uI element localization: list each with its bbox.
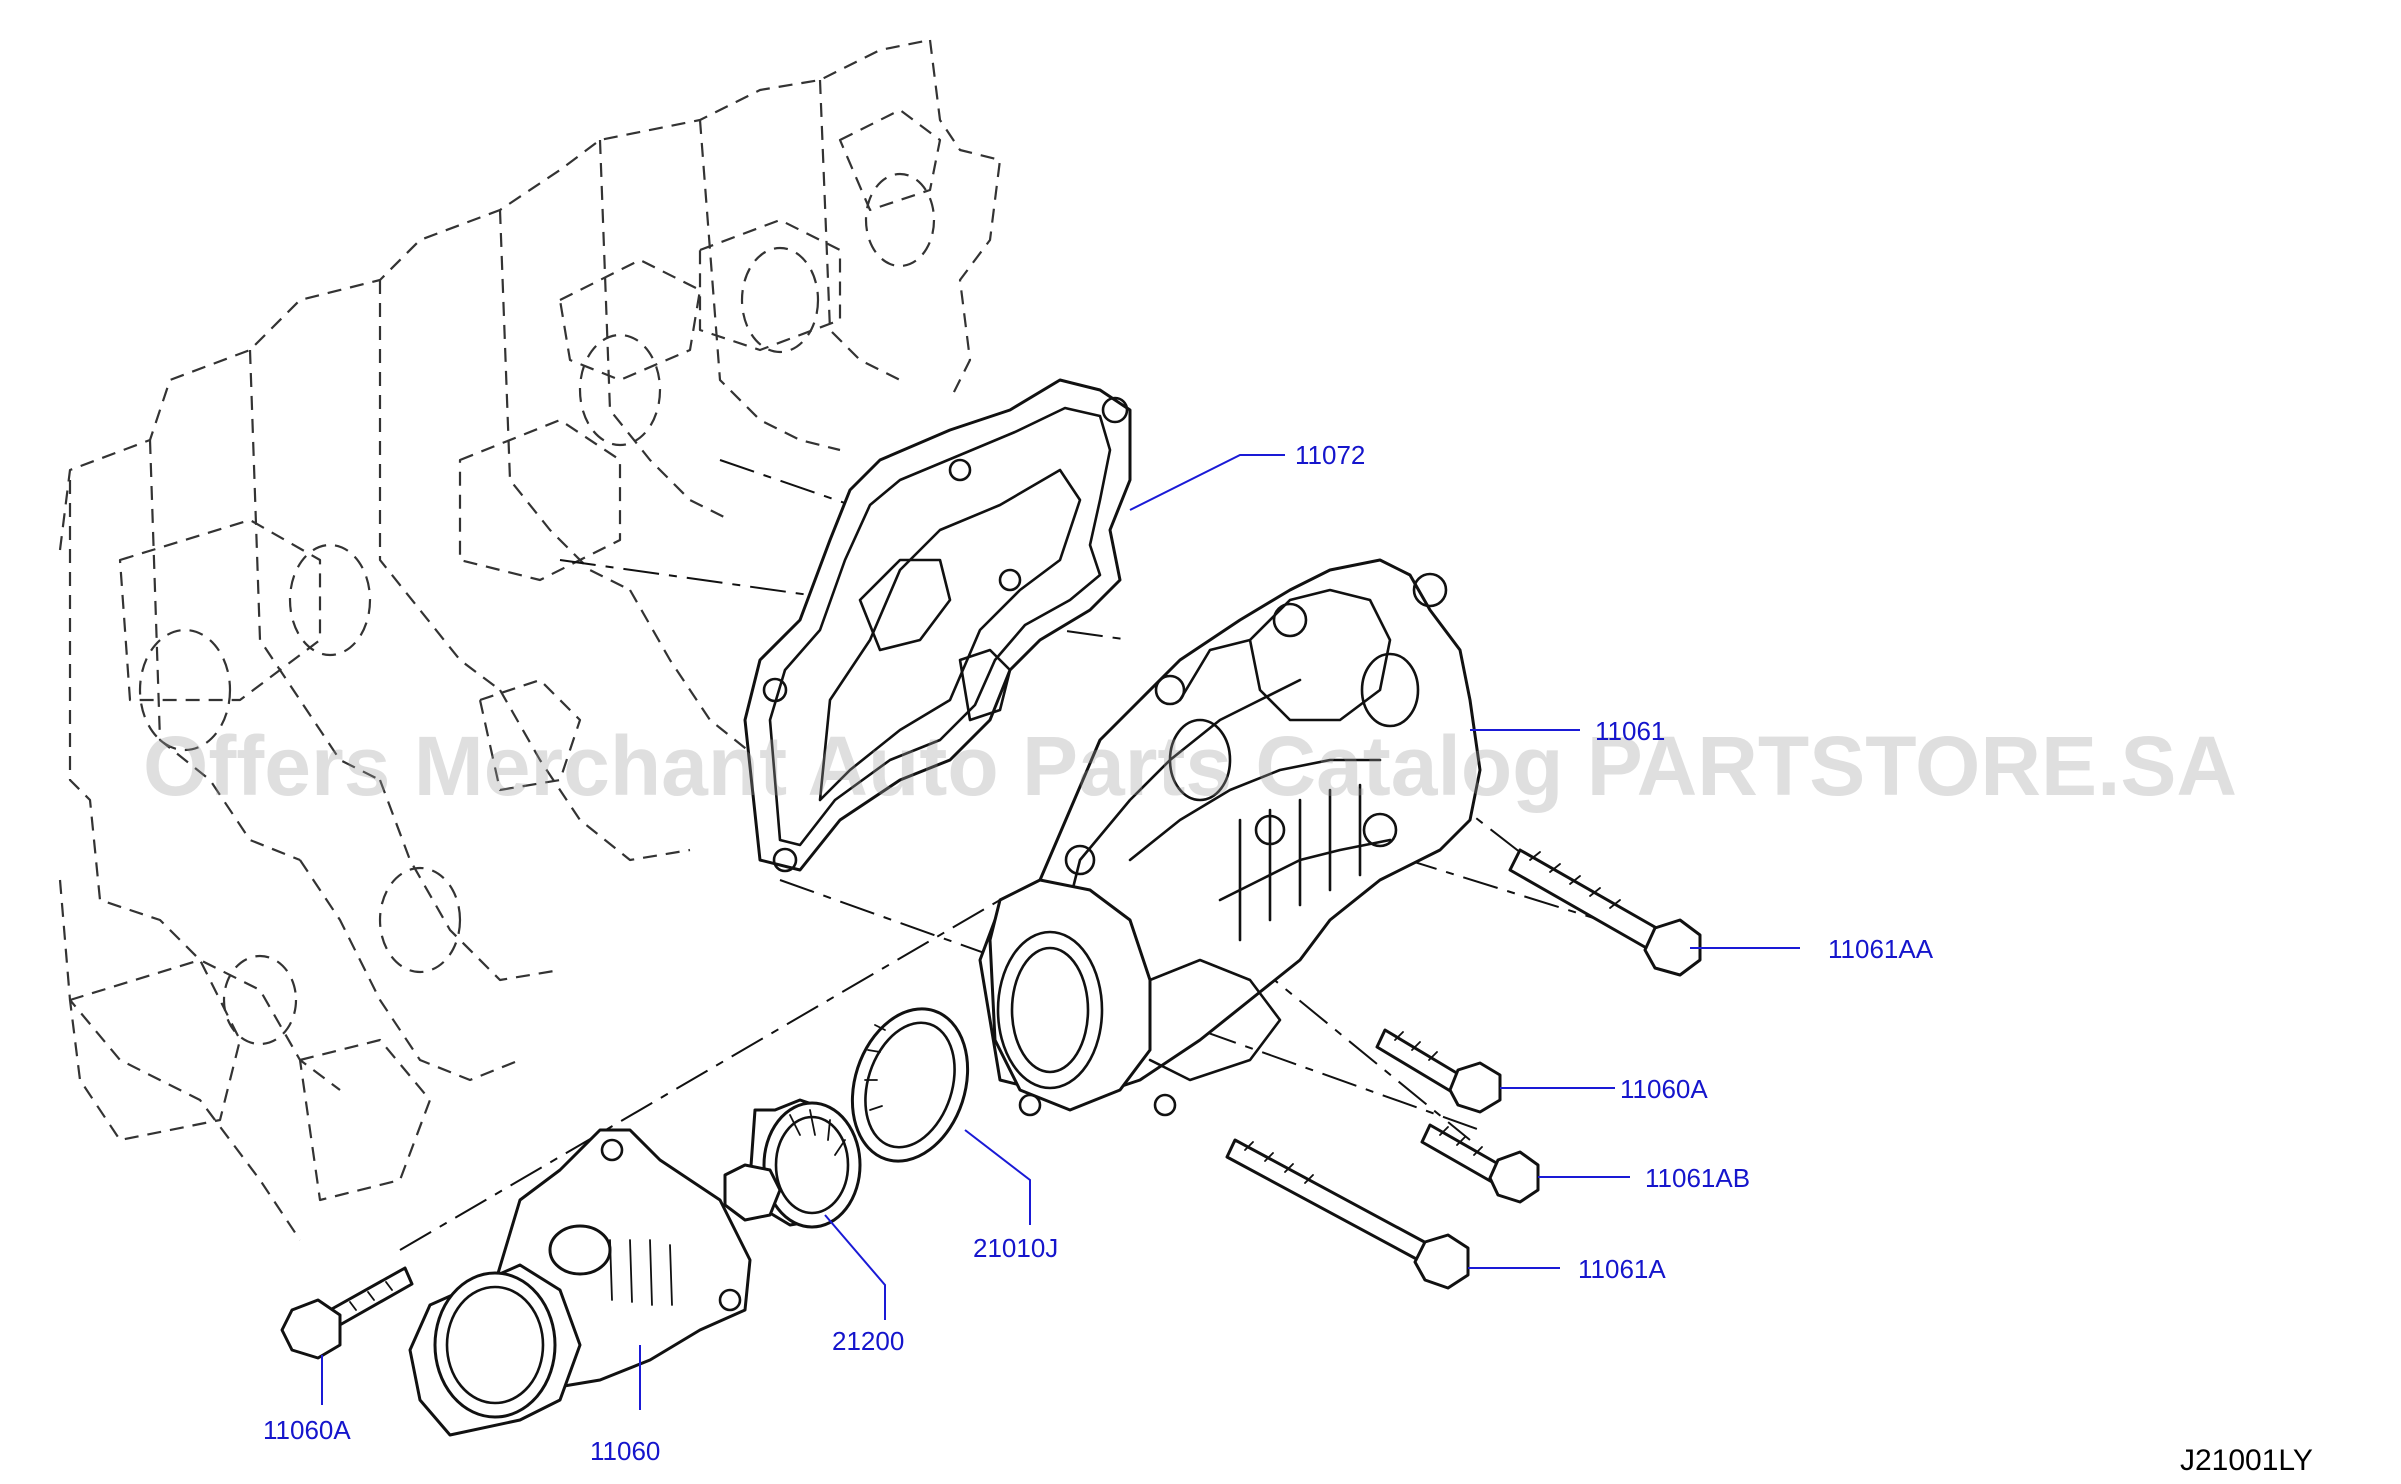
bolt-11061A bbox=[1225, 1138, 1470, 1290]
engine-block-ghost bbox=[58, 38, 1002, 1241]
callout-bolt-11061AA[interactable]: 11061AA bbox=[1828, 934, 1934, 964]
water-outlet-part bbox=[408, 1128, 752, 1437]
leader-lines bbox=[321, 454, 1800, 1410]
diagram-code: J21001LY bbox=[2180, 1444, 2313, 1477]
thermostat-part bbox=[723, 1098, 862, 1229]
callout-bolt-11060A-right[interactable]: 11060A bbox=[1620, 1074, 1708, 1104]
gasket-part bbox=[743, 378, 1132, 873]
bolt-11061AB bbox=[1420, 1123, 1540, 1204]
bolt-11060A-right bbox=[1375, 1028, 1502, 1114]
housing-part bbox=[978, 558, 1482, 1117]
callout-bolt-11060A-left[interactable]: 11060A bbox=[263, 1415, 351, 1445]
callout-bolt-11061AB[interactable]: 11061AB bbox=[1645, 1163, 1750, 1193]
callout-gasket[interactable]: 11072 bbox=[1295, 440, 1365, 470]
callout-seal[interactable]: 21010J bbox=[973, 1233, 1058, 1263]
seal-part bbox=[850, 1007, 970, 1163]
callout-water-outlet[interactable]: 11060 bbox=[590, 1436, 660, 1466]
callout-thermostat[interactable]: 21200 bbox=[832, 1326, 904, 1356]
callout-bolt-11061A[interactable]: 11061A bbox=[1578, 1254, 1666, 1284]
watermark: Offers Merchant Auto Parts Catalog PARTS… bbox=[143, 719, 2237, 813]
bolt-11060A-left bbox=[280, 1266, 414, 1360]
callout-housing[interactable]: 11061 bbox=[1595, 716, 1665, 746]
bolt-11061AA bbox=[1508, 848, 1702, 977]
